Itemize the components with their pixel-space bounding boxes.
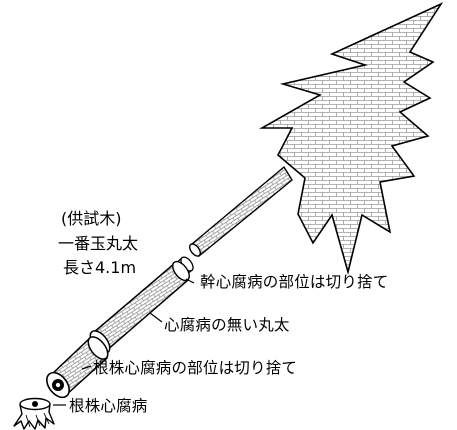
specimen-log-name: 一番玉丸太 <box>58 234 139 253</box>
label-root-rot-removed: 根株心腐病の部位は切り捨て <box>93 359 298 377</box>
specimen-caption: (供試木) <box>61 209 122 228</box>
label-root-rot: 根株心腐病 <box>69 397 148 415</box>
leader-sound-log <box>149 312 163 323</box>
leader-root-rot-piece <box>81 365 92 370</box>
label-sound-log: 心腐病の無い丸太 <box>164 316 290 334</box>
leader-lines <box>53 278 195 406</box>
stump <box>13 397 55 430</box>
root-rot-piece <box>46 336 109 399</box>
tree-crown <box>258 2 444 276</box>
stump-rot-core <box>32 401 38 407</box>
upper-trunk <box>188 165 293 258</box>
leader-trunk-rot <box>185 278 195 284</box>
label-trunk-rot-removed: 幹心腐病の部位は切り捨て <box>200 273 389 291</box>
specimen-length: 長さ4.1m <box>63 258 137 277</box>
